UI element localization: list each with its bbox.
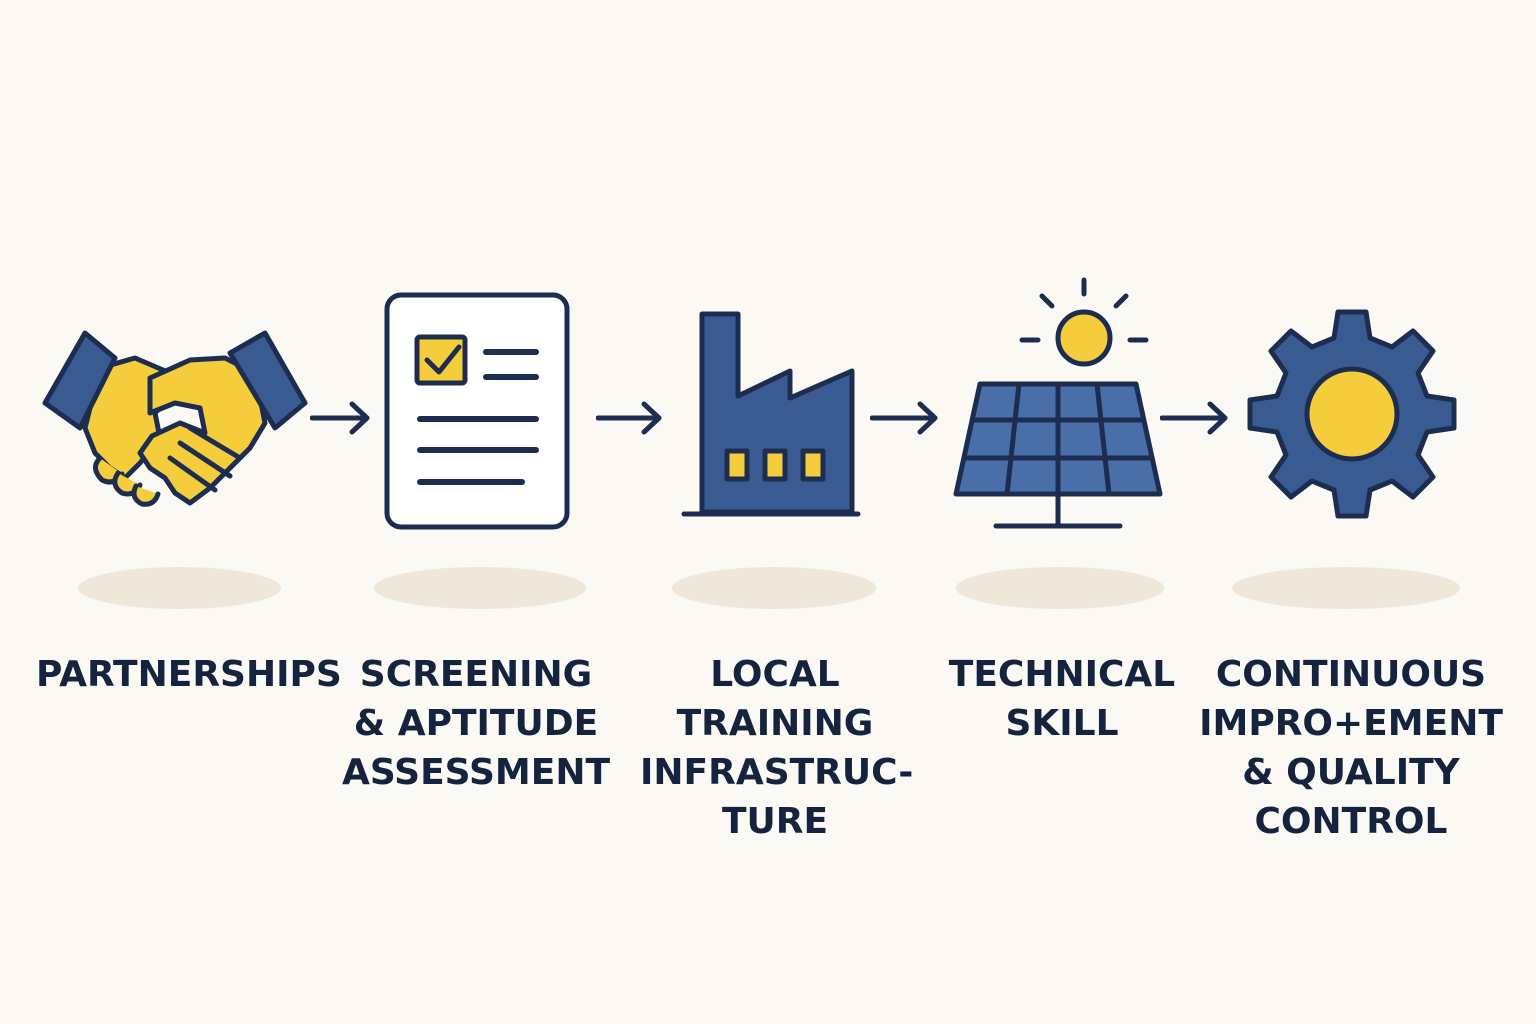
right-arrow-icon [1159,400,1230,436]
handshake-icon [40,328,310,518]
step-label-technical-skill: TECHNICAL SKILL [948,654,1176,744]
step-label-local-training: LOCAL TRAINING INFRASTRUC- TURE [640,654,914,842]
factory-icon [680,306,862,518]
solar-panel-icon [952,277,1164,532]
icon-shadow [78,567,281,609]
icon-shadow [672,567,876,609]
checklist-document-icon [384,292,570,530]
gear-icon [1247,309,1457,519]
right-arrow-icon [869,400,940,436]
right-arrow-icon [309,400,372,436]
step-label-partnerships: PARTNERSHIPS [36,654,342,695]
right-arrow-icon [595,400,664,436]
icon-shadow [956,567,1164,609]
step-label-continuous-improvement: CONTINUOUS IMPRO+EMENT & QUALITY CONTROL [1199,654,1503,842]
icon-shadow [374,567,586,609]
icon-shadow [1232,567,1460,609]
step-label-screening: SCREENING & APTITUDE ASSESSMENT [341,654,611,793]
